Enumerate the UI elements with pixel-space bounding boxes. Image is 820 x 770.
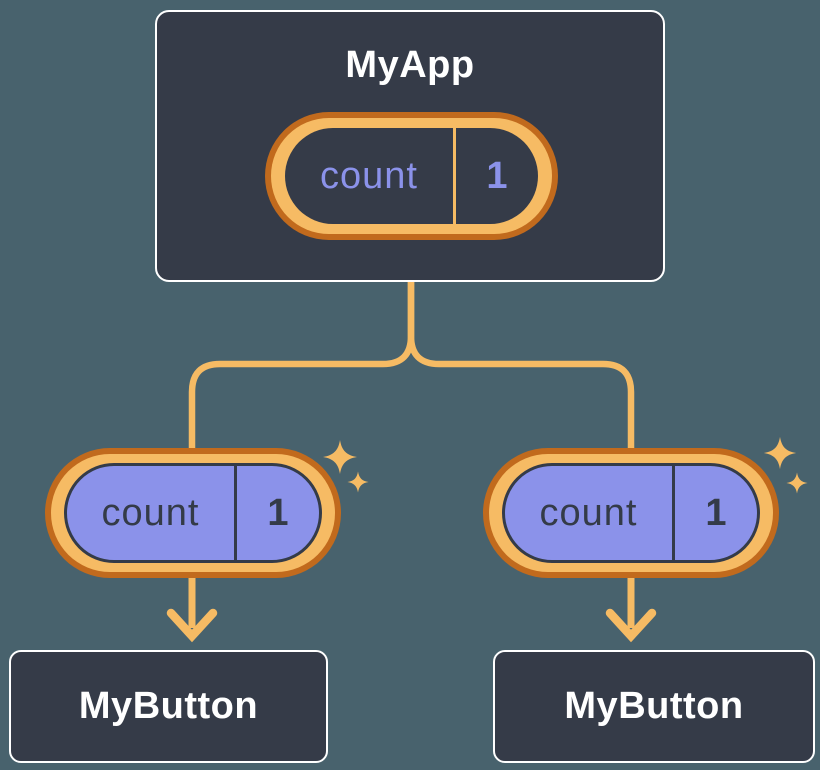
state-pill-body: count 1 [502,463,760,563]
state-pill-body: count 1 [285,128,538,224]
connector-root-to-left-child [188,278,415,456]
state-pill: count 1 [45,448,341,578]
state-name-label: count [539,491,638,534]
state-name-label: count [320,154,418,197]
arrow-down-icon [166,576,218,643]
component-card-myapp: MyApp count 1 [155,10,665,282]
state-value: 1 [267,491,289,534]
state-value: 1 [486,154,508,197]
component-card-mybutton-left: MyButton [9,650,328,763]
component-title: MyButton [78,685,259,727]
state-pill-ring: count 1 [489,454,773,572]
component-title: MyApp [345,44,475,86]
component-card-mybutton-right: MyButton [493,650,815,763]
state-pill-divider [672,466,675,560]
state-name-label: count [101,491,200,534]
state-pill-ring: count 1 [51,454,335,572]
sparkle-icon [347,471,369,493]
component-title: MyButton [564,685,744,727]
arrow-down-icon [605,576,657,643]
sparkle-icon [323,440,357,474]
connector-root-to-right-child [407,278,635,456]
state-pill-divider [453,128,456,224]
state-pill-divider [234,466,237,560]
state-pill: count 1 [265,112,558,240]
state-pill-ring: count 1 [271,118,552,234]
state-value: 1 [705,491,727,534]
sparkle-icon [763,436,797,470]
state-pill: count 1 [483,448,779,578]
sparkle-icon [786,472,808,494]
state-pill-body: count 1 [64,463,322,563]
